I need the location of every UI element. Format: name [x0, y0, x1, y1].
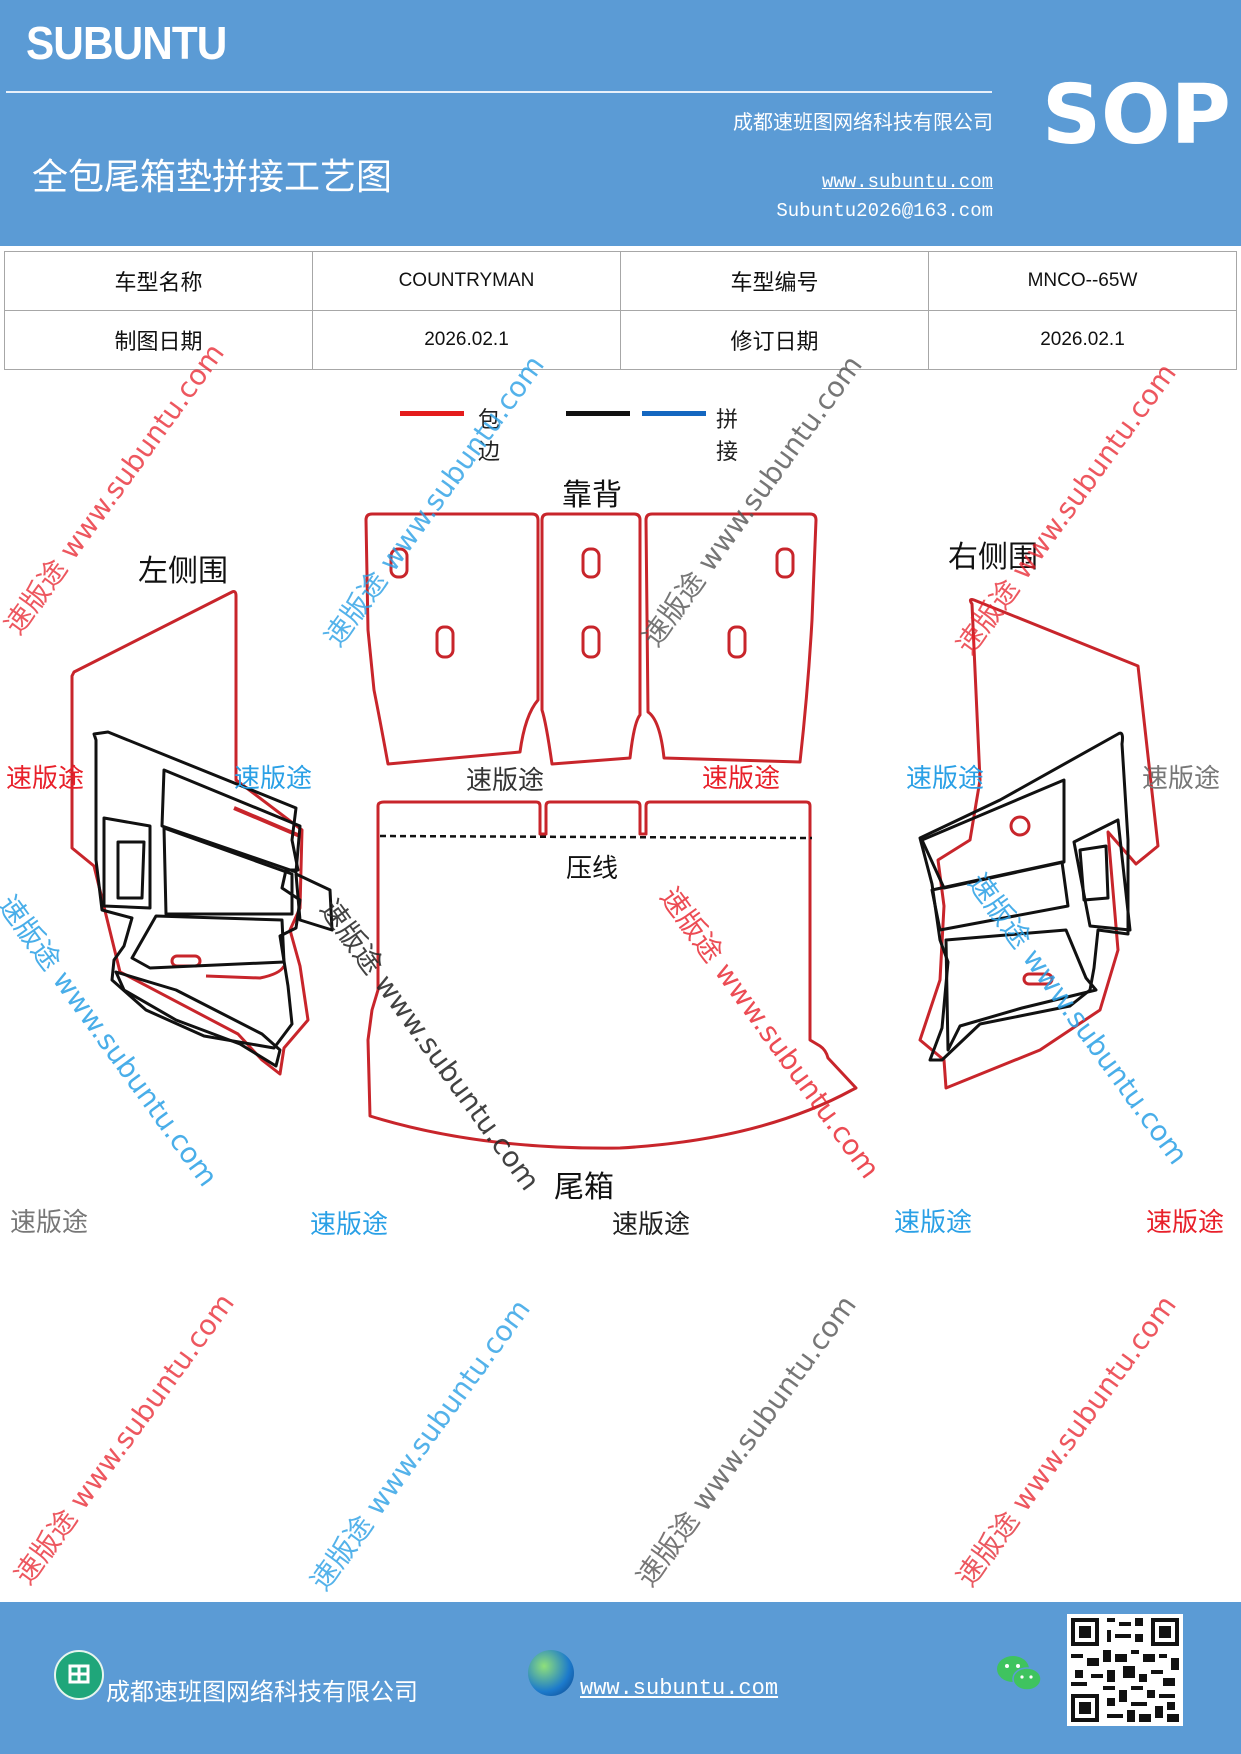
slot	[435, 625, 455, 659]
header-divider	[6, 91, 992, 93]
backrest-left-panel	[364, 512, 540, 766]
wechat-icon[interactable]	[996, 1654, 1042, 1694]
website-link[interactable]: www.subuntu.com	[821, 171, 993, 193]
company-name: 成都速班图网络科技有限公司	[733, 110, 993, 134]
label-right-side: 右侧围	[948, 540, 1038, 575]
watermark-text: 速版途	[310, 1210, 389, 1240]
slot	[581, 625, 601, 659]
left-seam-inner	[162, 826, 294, 916]
right-seam-outline	[918, 731, 1130, 1062]
qr-code	[1067, 1614, 1183, 1726]
slot	[775, 547, 795, 579]
watermark-url: 速版途 www.subuntu.com	[7, 1287, 241, 1591]
slot	[581, 547, 601, 579]
watermark-text: 速版途	[894, 1208, 973, 1238]
model-name-label: 车型名称	[4, 251, 313, 311]
header-banner: SUBUNTU 成都速班图网络科技有限公司 SOP 全包尾箱垫拼接工艺图 www…	[0, 0, 1241, 246]
label-crease: 压线	[566, 854, 619, 884]
label-left-side: 左侧围	[138, 554, 228, 589]
model-code-value: MNCO--65W	[928, 251, 1237, 311]
label-trunk: 尾箱	[554, 1170, 614, 1205]
left-seam-inner	[130, 914, 286, 970]
left-seam-inner	[116, 840, 146, 900]
revision-date-label: 修订日期	[620, 310, 929, 370]
mat-pattern-diagram	[70, 512, 1160, 1150]
watermark-url: 速版途 www.subuntu.com	[949, 1289, 1183, 1593]
building-icon	[54, 1650, 104, 1700]
table-row: 车型名称 COUNTRYMAN 车型编号 MNCO--65W	[4, 251, 1237, 311]
slot	[389, 547, 409, 579]
legend-swatch-seam	[642, 411, 706, 416]
legend-label-seam: 拼接	[716, 408, 739, 465]
brand-logo: SUBUNTU	[26, 17, 227, 69]
watermark-text: 速版途	[1142, 764, 1221, 794]
watermark-text: 速版途	[10, 1208, 89, 1238]
vehicle-info-table: 车型名称 COUNTRYMAN 车型编号 MNCO--65W 制图日期 2026…	[4, 251, 1237, 370]
watermark-text: 速版途	[906, 764, 985, 794]
left-seam-inner	[102, 816, 152, 910]
legend-label-edge: 包边	[478, 408, 501, 465]
model-name-value: COUNTRYMAN	[312, 251, 621, 311]
hole	[1009, 815, 1031, 837]
revision-date-value: 2026.02.1	[928, 310, 1237, 370]
crease-line	[379, 834, 813, 840]
watermark-text: 速版途	[1146, 1208, 1225, 1238]
footer-website-link[interactable]: www.subuntu.com	[580, 1676, 779, 1701]
left-seam-inner	[114, 970, 282, 1068]
watermark-url: 速版途 www.subuntu.com	[629, 1289, 863, 1593]
globe-icon	[528, 1650, 574, 1696]
footer-banner: 成都速班图网络科技有限公司 www.subuntu.com	[0, 1602, 1241, 1754]
watermark-text: 速版途	[6, 764, 85, 794]
watermark-text: 速版途	[702, 764, 781, 794]
watermark-text: 速版途	[234, 764, 313, 794]
edge-strip	[233, 806, 301, 838]
edge-strip	[205, 965, 286, 980]
drawing-date-value: 2026.02.1	[312, 310, 621, 370]
document-title: 全包尾箱垫拼接工艺图	[32, 157, 393, 198]
right-side-panel-outer	[918, 598, 1160, 1090]
table-row: 制图日期 2026.02.1 修订日期 2026.02.1	[4, 310, 1237, 370]
right-seam-inner	[920, 778, 1066, 890]
email-address[interactable]: Subuntu2026@163.com	[776, 200, 993, 222]
backrest-center-panel	[540, 512, 642, 766]
watermark-url: 速版途 www.subuntu.com	[303, 1293, 537, 1597]
right-seam-inner	[944, 928, 1098, 1052]
watermark-text: 速版途	[466, 766, 545, 796]
left-seam-outline	[92, 730, 302, 1050]
trunk-floor-panel	[366, 800, 858, 1150]
right-seam-inner	[930, 860, 1070, 932]
backrest-right-panel	[644, 512, 818, 764]
right-seam-inner	[1078, 844, 1110, 902]
watermark-text: 速版途	[612, 1210, 691, 1240]
legend-swatch-black	[566, 411, 630, 416]
legend-swatch-edge	[400, 411, 464, 416]
slot	[727, 625, 747, 659]
drawing-date-label: 制图日期	[4, 310, 313, 370]
label-backrest: 靠背	[562, 478, 622, 513]
slot	[1022, 972, 1054, 986]
left-seam-inner	[160, 768, 302, 874]
footer-company-name: 成都速班图网络科技有限公司	[106, 1678, 418, 1706]
left-side-panel-outer	[70, 590, 310, 1076]
left-seam-inner	[294, 872, 334, 932]
doc-type-label: SOP	[1042, 68, 1231, 163]
